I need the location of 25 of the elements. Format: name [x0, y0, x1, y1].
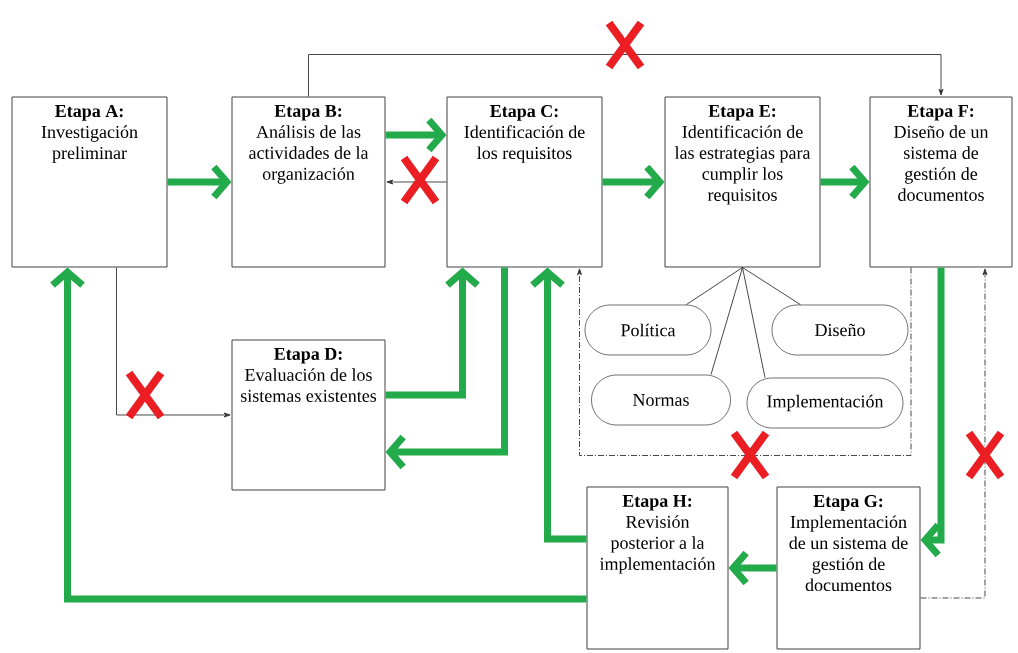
- arrow: [530, 267, 587, 543]
- strategy-pill: Diseño: [771, 304, 909, 356]
- strategy-pill: Implementación: [746, 377, 904, 429]
- stage-box: Etapa H: Revisión posterior a la implementación: [586, 486, 729, 650]
- arrow: [577, 267, 912, 456]
- stage-box: Etapa F: Diseño de un sistema de gestión de documentos: [869, 96, 1013, 268]
- stage-box: Etapa C: Identificación de los requisitos: [446, 96, 603, 268]
- arrow: [50, 267, 587, 603]
- arrow: [385, 267, 480, 399]
- stage-box: Etapa D: Evaluación de los sistemas existentes: [231, 339, 386, 491]
- stage-box: Etapa A: Investigación preliminar: [11, 96, 168, 268]
- connector-line: [710, 267, 743, 376]
- stage-box: Etapa E: Identificación de las estrategias para cumplir los requisitos: [664, 96, 821, 268]
- connector-line: [742, 267, 766, 379]
- strategy-pill: Normas: [591, 374, 731, 426]
- strategy-pill: Política: [584, 304, 712, 356]
- connector-line: [685, 267, 743, 306]
- arrow: [308, 54, 944, 97]
- arrow: [920, 267, 945, 558]
- arrow: [116, 267, 231, 418]
- arrow: [920, 268, 988, 599]
- connector-line: [742, 267, 801, 306]
- arrow: [385, 267, 508, 470]
- stage-box: Etapa B: Análisis de las actividades de la organización: [231, 96, 386, 268]
- stage-box: Etapa G: Implementación de un sistema de gestión de documentos: [776, 486, 921, 650]
